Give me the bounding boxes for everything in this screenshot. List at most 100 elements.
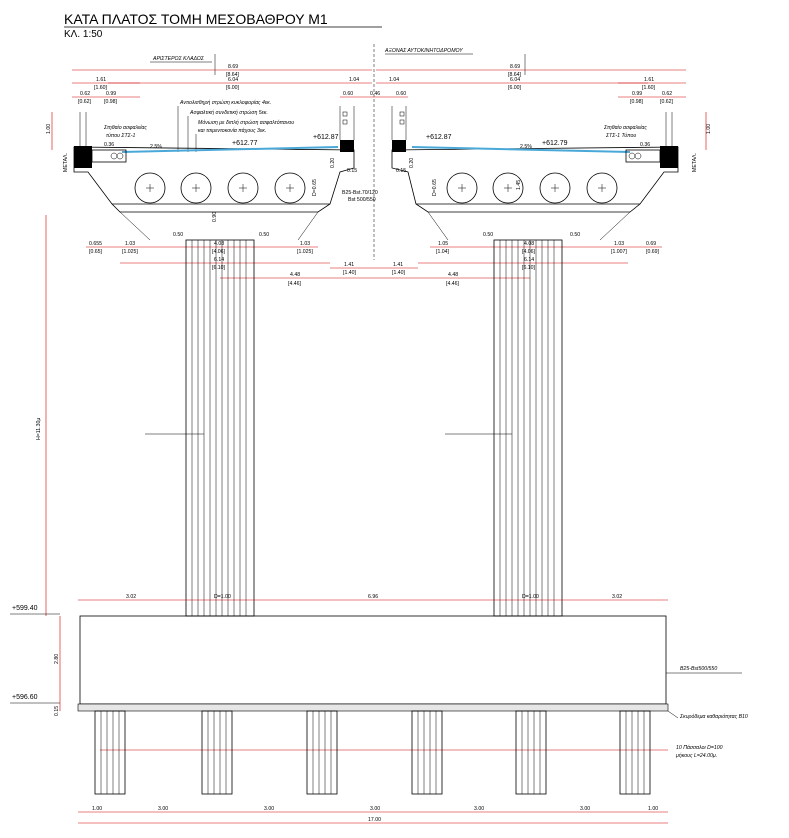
- svg-text:3.00: 3.00: [370, 806, 380, 812]
- deck-bottom-dimensions: 0.655 [0.65] 1.03 [1.025] 4.08 [4.06] 1.…: [86, 241, 662, 287]
- dim-edge-left-1b: [0.62]: [78, 99, 92, 105]
- dim-cap-edge-right: 3.02: [612, 594, 622, 600]
- elev-deck-right: +612.79: [542, 140, 568, 147]
- svg-text:0.69: 0.69: [646, 241, 656, 247]
- deck-concrete-b: Bst 500/550: [348, 197, 376, 203]
- dim-edge-right-2b: [0.62]: [660, 99, 674, 105]
- svg-text:4.08: 4.08: [524, 241, 534, 247]
- layer-note-1: Αντιολισθηρή στρώση κυκλοφορίας 4εκ.: [179, 99, 271, 106]
- dim-cap-edge-left: 3.02: [126, 594, 136, 600]
- slope-right: 2.5%: [520, 144, 532, 150]
- pile-4: [411, 710, 443, 795]
- pile-1: [94, 710, 126, 795]
- svg-text:[4.46]: [4.46]: [288, 281, 302, 287]
- elev-deck-right-edge: +612.87: [426, 134, 452, 141]
- dim-col-left: D=1.00: [214, 594, 231, 600]
- svg-text:6.14: 6.14: [214, 257, 224, 263]
- dim-center-right: 1.04: [389, 77, 399, 83]
- dim-half-width-right: 8.69: [510, 64, 520, 70]
- slope-left: 2.5%: [150, 144, 162, 150]
- svg-text:4.48: 4.48: [290, 272, 300, 278]
- small-dim-right: 0.15: [396, 168, 406, 174]
- layer-note-3: Μόνωση με διπλή στρώση ασφαλτόπανου: [198, 119, 294, 126]
- svg-text:[1.007]: [1.007]: [611, 249, 627, 255]
- lean-concrete-label: Σκυρόδεμα καθαριότητας Β10: [679, 713, 748, 720]
- svg-text:4.48: 4.48: [448, 272, 458, 278]
- cap-concrete-label: Β25-Bst500/550: [680, 666, 717, 672]
- barrier-right-type: ΣΤΣ-1 Τύπου: [605, 132, 636, 139]
- svg-text:1.41: 1.41: [344, 262, 354, 268]
- dim-half-width-right-b: [8.64]: [508, 72, 522, 78]
- metal-height-right: 1.00: [706, 124, 712, 134]
- dim-center-left: 1.04: [349, 77, 359, 83]
- dim-walk-left-b: [1.60]: [94, 85, 108, 91]
- barrier-right-label: Στηθαίο ασφαλείας: [603, 125, 647, 131]
- svg-text:[0.69]: [0.69]: [646, 249, 660, 255]
- pier-column-right: [493, 239, 563, 617]
- dim-edge-right-1b: [0.98]: [630, 99, 644, 105]
- right-deck: [391, 106, 679, 241]
- left-deck: [73, 106, 355, 241]
- web-left-1: 0.50: [173, 232, 183, 238]
- svg-text:4.08: 4.08: [214, 241, 224, 247]
- drawing-title: ΚΑΤΑ ΠΛΑΤΟΣ ΤΟΜΗ ΜΕΣΟΒΑΘΡΟΥ Μ1: [64, 11, 328, 27]
- dim-edge-left-2: 0.99: [106, 91, 116, 97]
- dim-half-width-left: 8.69: [228, 64, 238, 70]
- slab-right: 0.20: [409, 158, 415, 168]
- svg-text:[0.65]: [0.65]: [89, 249, 103, 255]
- slab-left: 0.20: [330, 158, 336, 168]
- svg-text:[6.10]: [6.10]: [212, 265, 226, 271]
- right-deck-voids: [446, 172, 618, 204]
- piles: [94, 710, 651, 795]
- dim-total-width: 17.00: [368, 817, 381, 823]
- svg-text:0.655: 0.655: [89, 241, 102, 247]
- dim-deck-right-b: [6.00]: [508, 85, 522, 91]
- layer-note-4: και τσιμεντοκονία πάχους 3εκ.: [198, 128, 266, 134]
- pile-2: [201, 710, 233, 795]
- dim-cb-right: 0.60: [396, 91, 406, 97]
- svg-text:[1.025]: [1.025]: [122, 249, 138, 255]
- dim-edge-right-1: 0.99: [632, 91, 642, 97]
- pier-column-left: [185, 239, 255, 617]
- road-axis-label: ΑΞΟΝΑΣ ΑΥΤΟΚΙΝΗΤΟΔΡΟΜΟΥ: [384, 48, 463, 54]
- svg-text:1.03: 1.03: [125, 241, 135, 247]
- metal-height-left: 1.00: [46, 124, 52, 134]
- void-dia-left: D=0.65: [312, 179, 318, 196]
- piles-label-b: μήκους L=24.00μ.: [675, 752, 717, 759]
- svg-text:6.14: 6.14: [524, 257, 534, 263]
- pier-height: Η=11.30μ: [36, 418, 42, 440]
- top-dimensions: 8.69 [8.64] 8.69 [8.64] 6.04 [6.00] 6.04…: [72, 64, 686, 105]
- dim-cap-height: 2.80: [54, 654, 60, 664]
- svg-text:[4.06]: [4.06]: [212, 249, 226, 255]
- drawing-scale: ΚΛ. 1:50: [64, 29, 103, 40]
- barrier-left-label: Στηθαίο ασφαλείας: [103, 125, 147, 131]
- web-right-2: 0.50: [570, 232, 580, 238]
- dim-deck-right: 6.04: [510, 77, 520, 83]
- rail-width-right: 0.36: [640, 142, 650, 148]
- left-deck-voids: [134, 172, 306, 204]
- web-right-1: 0.50: [483, 232, 493, 238]
- elev-deck-left-edge: +612.87: [313, 134, 339, 141]
- dim-edge-left-2b: [0.98]: [104, 99, 118, 105]
- dim-deck-left-b: [6.00]: [226, 85, 240, 91]
- svg-text:[1.40]: [1.40]: [392, 270, 406, 276]
- elev-deck-left: +612.77: [232, 140, 258, 147]
- pile-5: [515, 710, 547, 795]
- deck-depth-right: 1.45: [516, 180, 522, 190]
- dim-deck-left: 6.04: [228, 77, 238, 83]
- svg-text:1.05: 1.05: [438, 241, 448, 247]
- web-left-2: 0.50: [259, 232, 269, 238]
- pile-6: [619, 710, 651, 795]
- layer-note-2: Ασφαλτική συνδετική στρώση 5εκ.: [189, 109, 268, 116]
- svg-text:1.03: 1.03: [300, 241, 310, 247]
- metal-label-left: ΜΕΤΑΛ.: [63, 153, 69, 172]
- piles-label-a: 10 Πάσσαλοι D=100: [676, 745, 723, 751]
- svg-text:3.00: 3.00: [474, 806, 484, 812]
- pile-cap: [77, 615, 669, 712]
- svg-text:[1.40]: [1.40]: [343, 270, 357, 276]
- left-branch-label: ΑΡΙΣΤΕΡΟΣ ΚΛΑΔΟΣ: [152, 56, 205, 62]
- dim-cb-mid: 0.46: [370, 91, 380, 97]
- deck-concrete-a: Β25-Bst.70/120: [342, 190, 378, 196]
- void-dia-right: D=0.65: [432, 179, 438, 196]
- svg-text:[4.06]: [4.06]: [522, 249, 536, 255]
